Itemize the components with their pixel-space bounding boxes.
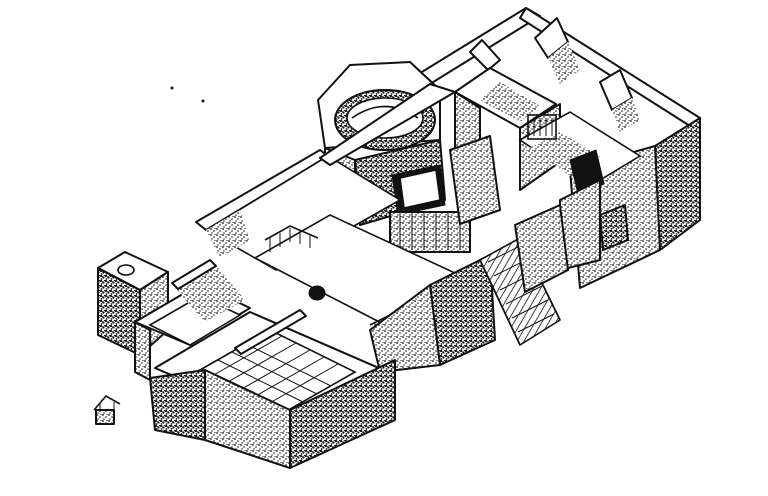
central-tower [317, 61, 501, 253]
ink-dot [201, 99, 205, 103]
right-wing [416, 7, 701, 289]
floor-grid [211, 335, 339, 405]
back-corridor [195, 83, 456, 271]
ink-dot [170, 86, 174, 90]
exterior-staircase [369, 204, 569, 373]
left-annex [97, 251, 396, 469]
well-icon [93, 394, 121, 425]
